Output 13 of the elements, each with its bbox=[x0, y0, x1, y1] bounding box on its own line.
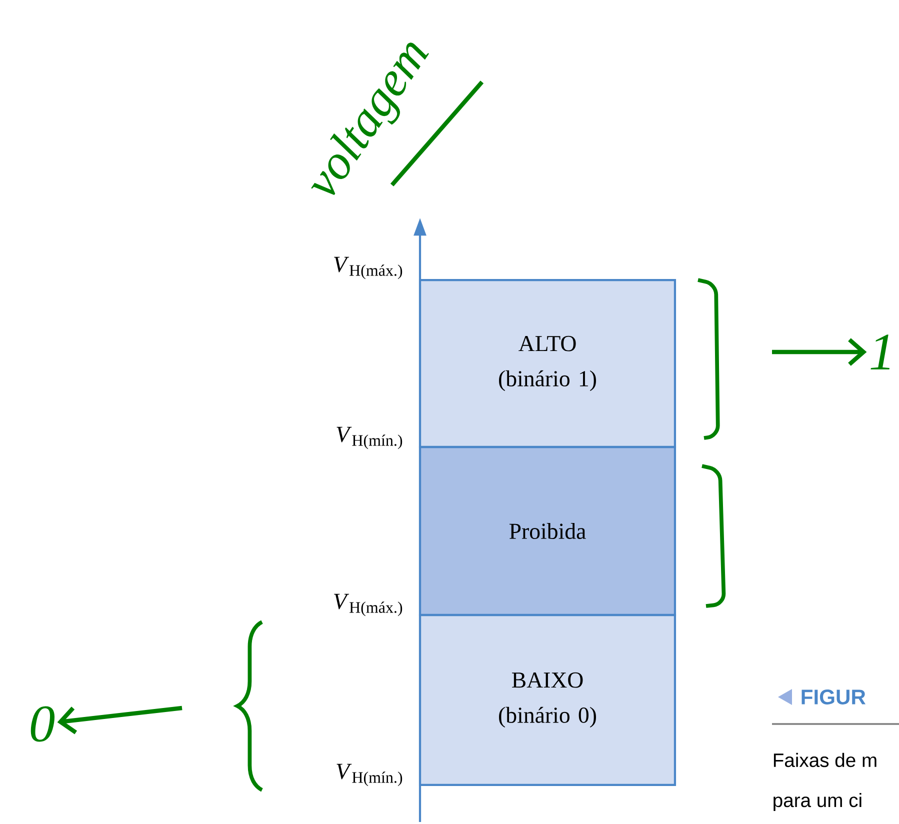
level-label: V$_{H(máx.)}$ bbox=[334, 594, 402, 616]
band-box: BAIXO (binário 0) bbox=[418, 614, 676, 786]
arrow bbox=[772, 338, 867, 366]
handwritten-digit: 1 bbox=[870, 334, 890, 370]
arrow bbox=[57, 706, 182, 734]
caption-text: Faixas de m bbox=[774, 752, 876, 768]
caption-text: para um ci bbox=[774, 793, 862, 811]
band-box: ALTO (binário 1) bbox=[418, 278, 676, 448]
handwritten-digit: 0 bbox=[30, 706, 54, 742]
band-box: Proibida bbox=[418, 446, 676, 616]
caption-heading: FIGUR bbox=[802, 690, 866, 704]
level-label: V$_{H(máx.)}$ bbox=[334, 256, 402, 280]
level-label: V$_{H(mín.)}$ bbox=[336, 426, 402, 450]
